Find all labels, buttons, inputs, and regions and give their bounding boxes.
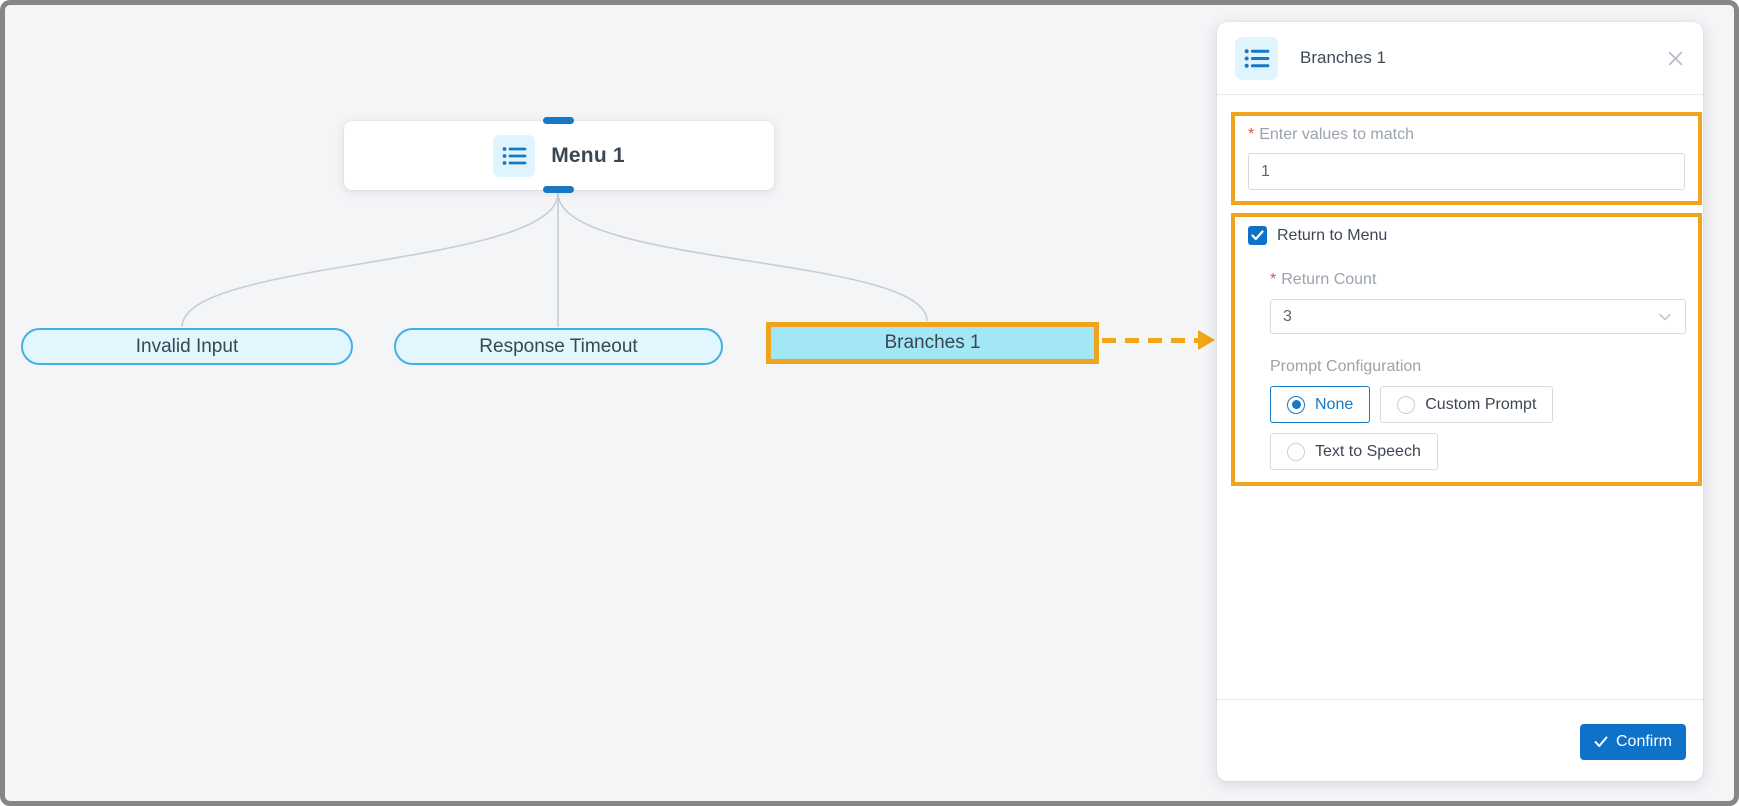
return-count-label-row: *Return Count <box>1270 271 1685 289</box>
node-branches-1-highlighted[interactable]: Branches 1 <box>766 322 1099 364</box>
values-to-match-label-row: *Enter values to match <box>1248 126 1685 144</box>
branch-config-panel: Branches 1 *Enter values to match <box>1217 22 1703 781</box>
chevron-down-icon <box>1657 309 1673 330</box>
radio-selected-icon <box>1287 395 1305 414</box>
node-label: Invalid Input <box>135 335 239 357</box>
node-connector-handle-bottom[interactable] <box>543 186 574 193</box>
return-to-menu-row[interactable]: Return to Menu <box>1248 226 1685 245</box>
required-marker: * <box>1270 271 1277 288</box>
radio-custom-prompt[interactable]: Custom Prompt <box>1380 386 1554 423</box>
return-count-label: Return Count <box>1281 271 1377 288</box>
radio-unselected-icon <box>1287 442 1305 461</box>
panel-title: Branches 1 <box>1300 48 1386 67</box>
return-to-menu-section: Return to Menu *Return Count 3 Prompt Co… <box>1231 213 1702 486</box>
node-response-timeout[interactable]: Response Timeout <box>394 328 723 365</box>
radio-unselected-icon <box>1397 395 1416 414</box>
check-icon <box>1594 736 1608 748</box>
node-invalid-input[interactable]: Invalid Input <box>21 328 353 365</box>
return-to-menu-label: Return to Menu <box>1277 226 1388 244</box>
menu-node-label: Menu 1 <box>551 143 625 167</box>
menu-list-icon <box>493 134 536 177</box>
return-count-select[interactable]: 3 <box>1270 299 1686 334</box>
panel-footer: Confirm <box>1217 699 1703 781</box>
radio-label: Custom Prompt <box>1425 395 1537 413</box>
panel-header: Branches 1 <box>1217 22 1703 95</box>
radio-label: None <box>1315 395 1354 413</box>
connector-lines <box>181 192 928 328</box>
prompt-configuration-label: Prompt Configuration <box>1270 358 1422 375</box>
menu-list-icon <box>1235 36 1278 80</box>
arrow-dashes <box>1102 338 1202 343</box>
confirm-button[interactable]: Confirm <box>1579 724 1686 760</box>
radio-label: Text to Speech <box>1315 442 1421 460</box>
required-marker: * <box>1248 126 1255 143</box>
node-connector-handle-top[interactable] <box>543 117 574 124</box>
node-label: Branches 1 <box>884 332 981 353</box>
return-count-value: 3 <box>1283 307 1292 325</box>
arrow-head-icon <box>1198 330 1215 350</box>
annotation-dashed-arrow <box>1102 330 1222 350</box>
values-to-match-input[interactable] <box>1248 153 1685 190</box>
return-to-menu-checkbox[interactable] <box>1248 226 1267 245</box>
confirm-label: Confirm <box>1615 733 1672 750</box>
prompt-configuration-group: None Custom Prompt Text to Speech <box>1270 386 1690 470</box>
radio-none[interactable]: None <box>1270 386 1371 423</box>
close-icon[interactable] <box>1665 48 1685 68</box>
node-label: Response Timeout <box>479 335 638 357</box>
radio-text-to-speech[interactable]: Text to Speech <box>1270 433 1438 470</box>
menu-node[interactable]: Menu 1 <box>344 121 774 190</box>
values-to-match-section: *Enter values to match <box>1231 112 1702 205</box>
values-to-match-label: Enter values to match <box>1259 126 1414 143</box>
